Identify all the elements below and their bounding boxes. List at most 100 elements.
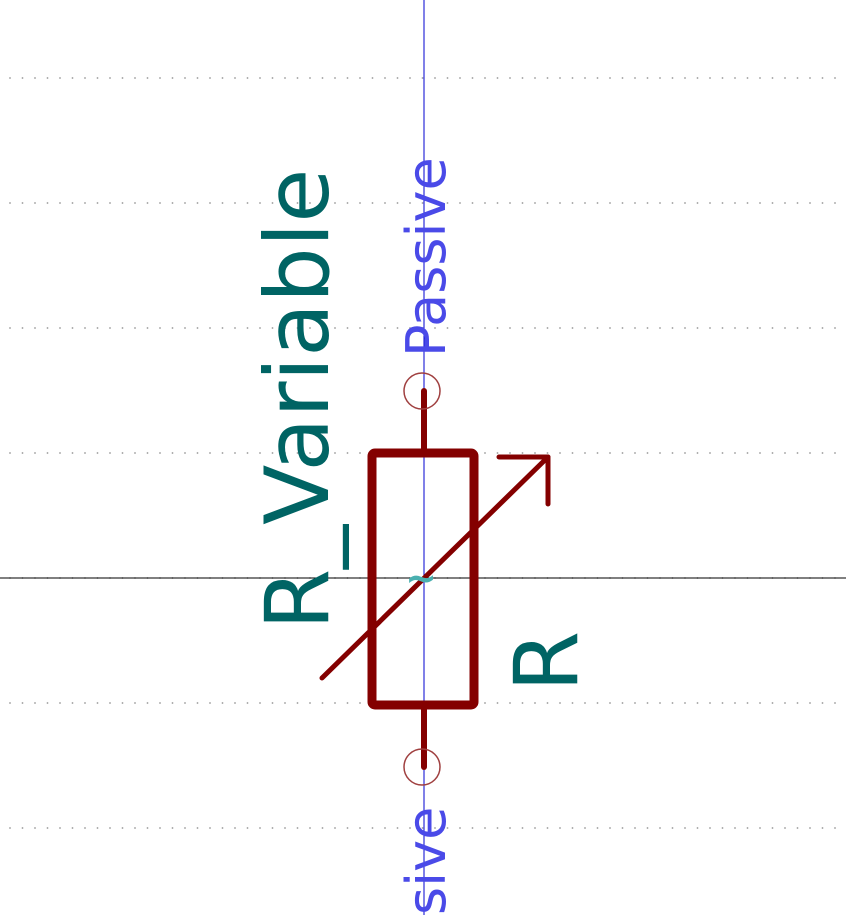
grid-dot: [221, 202, 224, 204]
grid-dot: [246, 452, 249, 454]
pin-2-end-marker[interactable]: [403, 748, 441, 786]
grid-dot: [309, 327, 311, 329]
grid-dot: [809, 452, 811, 454]
grid-dot: [409, 327, 411, 329]
grid-dot: [9, 702, 11, 704]
grid-dot: [746, 202, 749, 204]
grid-dot: [309, 702, 311, 704]
grid-dot: [584, 452, 586, 454]
grid-dot: [321, 77, 324, 79]
pin-2-type-label: sive: [395, 807, 458, 915]
grid-dot: [396, 202, 399, 204]
grid-dot: [759, 827, 761, 829]
grid-dot: [696, 827, 699, 829]
grid-dot: [771, 827, 774, 829]
grid-dot: [684, 827, 686, 829]
grid-dot: [634, 452, 636, 454]
symbol-value-label[interactable]: R_Variable: [246, 169, 349, 630]
grid-dot: [321, 327, 324, 329]
grid-dot: [384, 202, 386, 204]
grid-dot: [796, 452, 799, 454]
grid-dot: [546, 202, 549, 204]
grid-dot: [284, 202, 286, 204]
grid-dot: [221, 77, 224, 79]
grid-dot: [309, 77, 311, 79]
grid-dot: [734, 702, 736, 704]
grid-dot: [559, 202, 561, 204]
grid-dot: [484, 327, 486, 329]
grid-dot: [84, 452, 86, 454]
grid-dot: [196, 452, 199, 454]
grid-dot: [634, 202, 636, 204]
grid-dot: [359, 827, 361, 829]
grid-dot: [196, 327, 199, 329]
grid-dot: [96, 77, 99, 79]
grid-dot: [834, 202, 836, 204]
grid-dot: [259, 202, 261, 204]
grid-dot: [71, 202, 74, 204]
grid-dot: [334, 827, 336, 829]
grid-dot: [346, 327, 349, 329]
grid-dot: [359, 202, 361, 204]
grid-dot: [209, 327, 211, 329]
grid-dot: [34, 452, 36, 454]
grid-dot: [696, 202, 699, 204]
grid-dot: [121, 452, 124, 454]
grid-dot: [9, 827, 11, 829]
grid-dot: [546, 452, 549, 454]
grid-dot: [384, 827, 386, 829]
grid-dot: [809, 827, 811, 829]
grid-dot: [284, 452, 286, 454]
grid-dot: [571, 202, 574, 204]
grid-dot: [321, 202, 324, 204]
grid-dot: [421, 202, 424, 204]
grid-dot: [646, 452, 649, 454]
grid-dot: [584, 827, 586, 829]
grid-dot: [621, 452, 624, 454]
grid-dot: [671, 702, 674, 704]
grid-dot: [396, 327, 399, 329]
grid-dot: [184, 827, 186, 829]
grid-dot: [696, 702, 699, 704]
grid-dot: [184, 327, 186, 329]
grid-dot: [84, 202, 86, 204]
grid-dot: [821, 827, 824, 829]
grid-dot: [559, 77, 561, 79]
grid-dot: [821, 452, 824, 454]
grid-dot: [96, 827, 99, 829]
grid-dot: [59, 827, 61, 829]
grid-dot: [71, 452, 74, 454]
grid-dot: [571, 827, 574, 829]
grid-dot: [784, 452, 786, 454]
grid-dot: [784, 327, 786, 329]
grid-dot: [721, 77, 724, 79]
grid-dot: [34, 327, 36, 329]
grid-dot: [259, 827, 261, 829]
grid-dot: [84, 827, 86, 829]
grid-dot: [809, 702, 811, 704]
symbol-anchor-marker: ~: [405, 556, 437, 600]
grid-dot: [34, 827, 36, 829]
pin-1-end-marker[interactable]: [403, 372, 441, 410]
grid-dot: [759, 77, 761, 79]
grid-dot: [9, 327, 11, 329]
grid-dot: [809, 77, 811, 79]
grid-dot: [421, 827, 424, 829]
grid-dot: [434, 827, 436, 829]
grid-dot: [309, 202, 311, 204]
grid-dot: [584, 202, 586, 204]
grid-dot: [96, 702, 99, 704]
symbol-reference-label[interactable]: R: [495, 631, 598, 692]
grid-dot: [59, 452, 61, 454]
grid-dot: [709, 77, 711, 79]
resistor-body[interactable]: [367, 448, 479, 710]
grid-dot: [584, 327, 586, 329]
grid-dot: [484, 202, 486, 204]
grid-dot: [834, 452, 836, 454]
grid-dot: [271, 827, 274, 829]
grid-dot: [834, 77, 836, 79]
grid-dot: [71, 827, 74, 829]
grid-dot: [384, 327, 386, 329]
grid-dot: [509, 77, 511, 79]
